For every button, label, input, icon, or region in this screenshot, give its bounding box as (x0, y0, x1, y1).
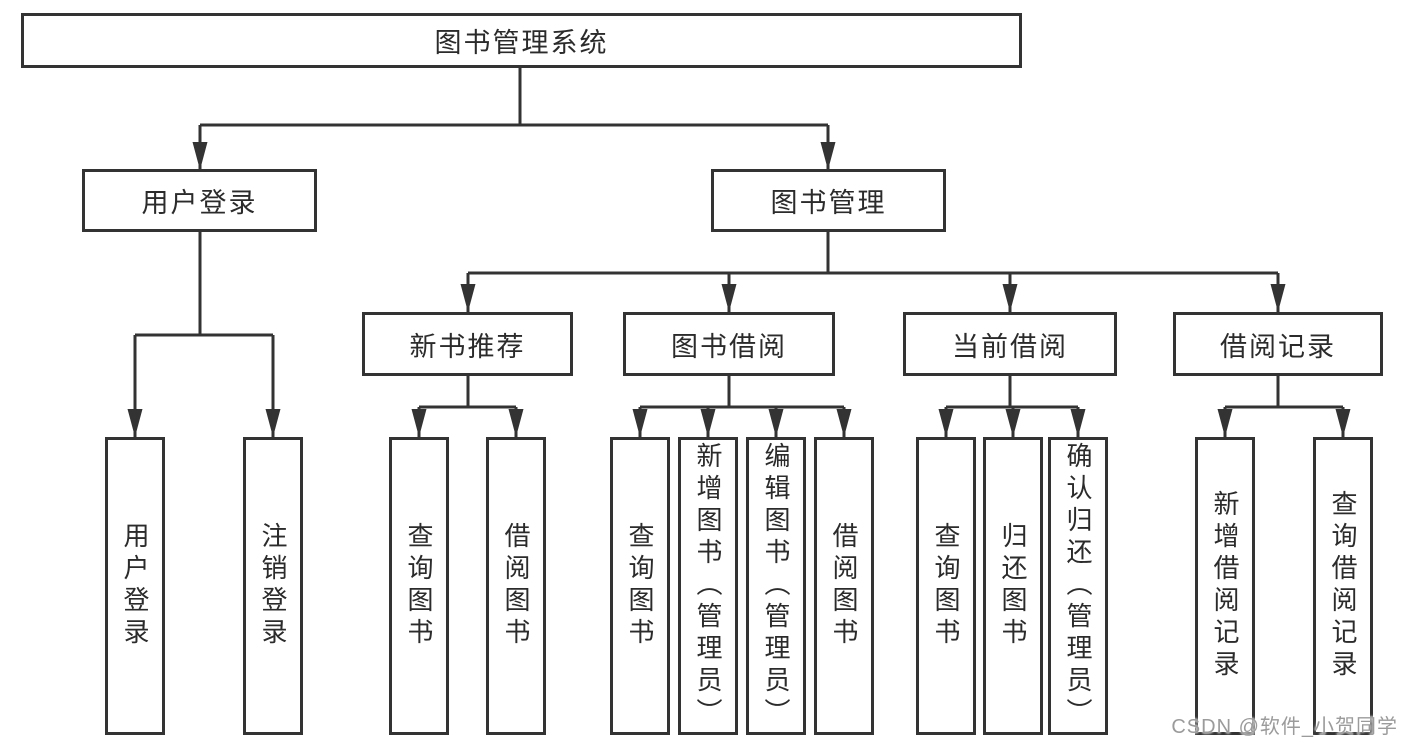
node-book-mgmt-branch-label: 图书管理 (770, 188, 887, 218)
node-book-borrow: 图书借阅 (623, 312, 835, 376)
leaf-add-borrow-record: 新增借阅记录 (1195, 437, 1255, 735)
node-current-borrow: 当前借阅 (903, 312, 1117, 376)
node-root-system-label: 图书管理系统 (434, 28, 609, 58)
leaf-borrow-book-1: 借阅图书 (486, 437, 546, 735)
leaf-query-book-1-label: 查询图书 (404, 522, 434, 650)
leaf-logout-label: 注销登录 (258, 522, 288, 650)
leaf-borrow-book-1-label: 借阅图书 (501, 522, 531, 650)
connector-new-book-rec-trunk (419, 375, 516, 409)
leaf-query-borrow-record: 查询借阅记录 (1313, 437, 1373, 735)
leaf-confirm-return: 确认归还（管理员） (1048, 437, 1108, 735)
node-book-mgmt-branch: 图书管理 (711, 169, 946, 232)
connector-borrow-records-trunk (1225, 375, 1343, 409)
csdn-watermark: CSDN @软件_小贺同学 (1171, 716, 1398, 738)
node-current-borrow-label: 当前借阅 (952, 331, 1068, 362)
leaf-logout: 注销登录 (243, 437, 303, 735)
leaf-user-login-label: 用户登录 (120, 522, 150, 650)
connector-book-borrow-trunk (640, 375, 844, 409)
node-borrow-records: 借阅记录 (1173, 312, 1383, 376)
node-borrow-records-label: 借阅记录 (1220, 331, 1336, 362)
leaf-edit-book: 编辑图书（管理员） (746, 437, 806, 735)
leaf-add-borrow-record-label: 新增借阅记录 (1210, 490, 1240, 682)
leaf-query-borrow-record-label: 查询借阅记录 (1328, 490, 1358, 682)
leaf-return-book-label: 归还图书 (998, 522, 1028, 650)
leaf-user-login: 用户登录 (105, 437, 165, 735)
leaf-query-book-2-label: 查询图书 (625, 522, 655, 650)
connector-root-trunk (200, 68, 828, 127)
node-new-book-rec: 新书推荐 (362, 312, 573, 376)
node-new-book-rec-label: 新书推荐 (409, 331, 526, 362)
leaf-add-book: 新增图书（管理员） (678, 437, 738, 735)
node-user-login-branch-label: 用户登录 (141, 188, 258, 218)
node-user-login-branch: 用户登录 (82, 169, 317, 232)
leaf-borrow-book-2-label: 借阅图书 (829, 522, 859, 650)
leaf-add-book-label: 新增图书（管理员） (693, 442, 723, 730)
connector-current-borrow-trunk (946, 375, 1078, 409)
leaf-query-book-2: 查询图书 (610, 437, 670, 735)
node-root-system: 图书管理系统 (21, 13, 1022, 68)
leaf-borrow-book-2: 借阅图书 (814, 437, 874, 735)
node-book-borrow-label: 图书借阅 (671, 331, 787, 362)
connector-book-mgmt-trunk (468, 232, 1278, 275)
leaf-query-book-3: 查询图书 (916, 437, 976, 735)
leaf-edit-book-label: 编辑图书（管理员） (761, 442, 791, 730)
leaf-return-book: 归还图书 (983, 437, 1043, 735)
leaf-confirm-return-label: 确认归还（管理员） (1063, 442, 1093, 730)
leaf-query-book-3-label: 查询图书 (931, 522, 961, 650)
connector-user-login-trunk (135, 232, 273, 337)
leaf-query-book-1: 查询图书 (389, 437, 449, 735)
